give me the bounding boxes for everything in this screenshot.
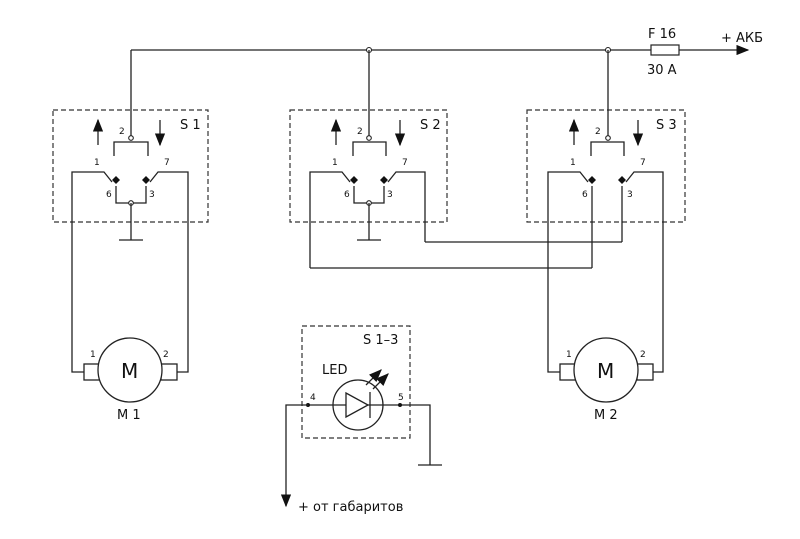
- led-pin-4: 4: [310, 393, 316, 403]
- s3-pin-3: 3: [627, 190, 633, 200]
- s1-pin-1: 1: [94, 158, 100, 168]
- motor-m1-pin-1: 1: [90, 350, 96, 360]
- s1-pin-7: 7: [164, 158, 170, 168]
- interconnect-wires: [310, 241, 622, 269]
- s3-pin-7: 7: [640, 158, 646, 168]
- side-lights-label: + от габаритов: [298, 500, 403, 515]
- switch-s1: S 1 2 1 7 6 3: [52, 50, 209, 241]
- fuse-name: F 16: [648, 27, 676, 42]
- s3-pin-6: 6: [582, 190, 588, 200]
- led-diode-icon: [345, 391, 370, 419]
- led-indicator: S 1–3 LED 4 5 + от габаритов: [280, 325, 442, 515]
- motor-m2: M M 2 1 2: [547, 337, 664, 423]
- motor-m2-symbol: M: [597, 359, 614, 383]
- motor-m1-pin-2: 2: [163, 350, 169, 360]
- s2-pin-1: 1: [332, 158, 338, 168]
- switch-s3-name: S 3: [656, 118, 677, 133]
- switch-s3: S 3 2 1 7 6 3: [526, 50, 686, 368]
- motor-m2-pin-2: 2: [640, 350, 646, 360]
- led-label: LED: [322, 363, 347, 378]
- switch-s2: S 2 2 1 7 6 3: [289, 50, 448, 268]
- s2-pin-2: 2: [357, 127, 363, 137]
- s1-pin-6: 6: [106, 190, 112, 200]
- s3-pin-2: 2: [595, 127, 601, 137]
- motor-m1-symbol: M: [121, 359, 138, 383]
- motor-m1-name: M 1: [117, 408, 141, 423]
- motor-m2-pin-1: 1: [566, 350, 572, 360]
- fuse-f16: F 16 30 A: [647, 27, 680, 78]
- motor-m1: M M 1 1 2: [71, 222, 189, 423]
- indicator-name: S 1–3: [363, 333, 398, 348]
- motor-m2-name: M 2: [594, 408, 618, 423]
- s2-pin-7: 7: [402, 158, 408, 168]
- s2-pin-6: 6: [344, 190, 350, 200]
- s2-pin-3: 3: [387, 190, 393, 200]
- battery-label: + АКБ: [721, 31, 763, 46]
- switch-s1-name: S 1: [180, 118, 201, 133]
- led-pin-5: 5: [398, 393, 404, 403]
- motor-m2-body: [573, 337, 639, 403]
- s3-pin-1: 1: [570, 158, 576, 168]
- motor-m1-body: [97, 337, 163, 403]
- switch-s2-name: S 2: [420, 118, 441, 133]
- s1-pin-3: 3: [149, 190, 155, 200]
- contact-markers: [112, 176, 626, 184]
- fuse-rating: 30 A: [647, 63, 677, 78]
- s1-pin-2: 2: [119, 127, 125, 137]
